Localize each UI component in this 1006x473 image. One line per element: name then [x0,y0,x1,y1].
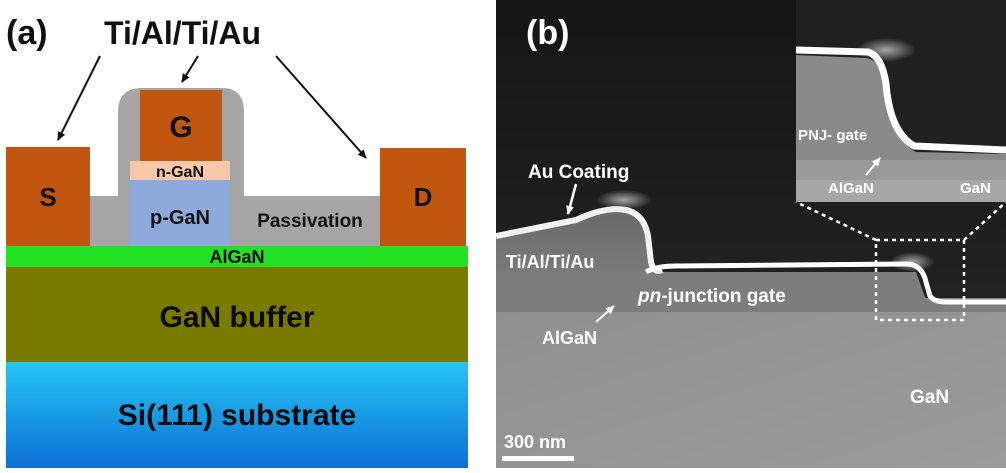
inset-gan-label: GaN [960,180,991,197]
algan-layer [6,246,468,267]
algan-label-b: AlGaN [542,328,597,348]
arrow-algan [595,305,615,323]
panel-a-label: (a) [6,14,48,52]
pn-italic: pn [637,286,661,307]
glow-gate-edge [890,252,934,272]
tem-image: PNJ- gate AlGaN GaN (b) Au Coating Ti/Al… [495,0,1006,468]
substrate-layer [6,362,468,468]
scale-bar-label: 300 nm [504,432,566,452]
p-gan-layer [130,180,230,246]
inset-algan-label: AlGaN [828,180,874,197]
panel-b-label: (b) [526,14,569,52]
glow-au-coating [596,190,652,210]
ohmic-metal-label: Ti/Al/Ti/Au [506,252,594,272]
arrow-to-gate [181,55,199,83]
device-schematic-panel: Si(111) substrate GaN buffer AlGaN Passi… [0,0,490,468]
junction-gate-text: -junction gate [661,286,786,307]
device-schematic: Si(111) substrate GaN buffer AlGaN Passi… [6,14,468,468]
inset: PNJ- gate AlGaN GaN [795,0,1006,202]
source-label: S [39,182,56,212]
tem-image-panel: PNJ- gate AlGaN GaN (b) Au Coating Ti/Al… [495,0,1006,468]
pn-gate-line [644,261,1006,305]
inset-arrow-algan [865,157,881,176]
arrow-to-source [57,55,101,141]
gan-label-b: GaN [910,387,949,408]
ohmic-metal-block [496,211,654,272]
p-gan-label: p-GaN [150,207,210,229]
pn-junction-gate-label: pn-junction gate [637,286,786,307]
gate-metal [140,90,222,161]
source-metal [6,147,90,246]
algan-label: AlGaN [209,247,264,267]
inset-gan [796,180,1006,202]
passivation-label: Passivation [257,211,363,232]
gate-region [496,272,1006,312]
arrow-au-coating [566,183,578,215]
zoom-box [874,238,966,322]
inset-pnj-gate-label: PNJ- gate [798,127,867,144]
gan-buffer-layer [6,267,468,362]
gan-region [496,312,1006,468]
au-coating-label: Au Coating [528,162,629,183]
arrow-to-drain [275,55,367,159]
gate-label: G [169,111,192,144]
scale-bar [502,456,574,461]
n-gan-layer [130,161,230,180]
inset-gate-line [795,46,1006,154]
drain-metal [380,148,466,246]
n-gan-label: n-GaN [156,164,204,181]
zoom-line-left [795,200,877,242]
metal-stack-label: Ti/Al/Ti/Au [104,15,261,51]
inset-algan-band [796,160,1006,180]
gan-buffer-label: GaN buffer [159,301,314,334]
zoom-line-right [963,201,1006,241]
substrate-label: Si(111) substrate [118,399,356,432]
drain-label: D [414,182,433,212]
